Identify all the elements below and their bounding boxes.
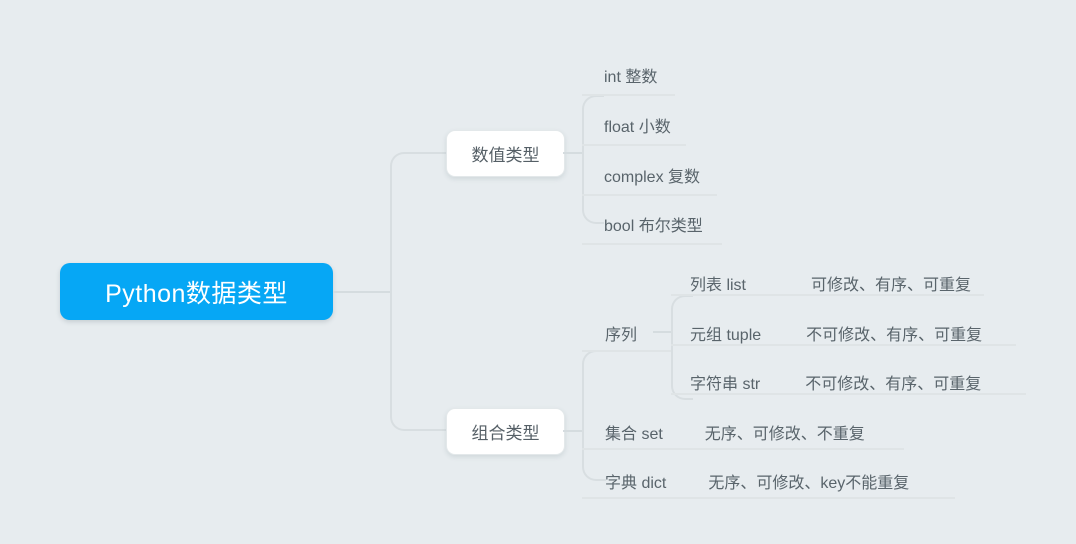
group-label-sequence-underline bbox=[582, 350, 672, 352]
connector-numeric-bracket bbox=[582, 95, 604, 224]
leaf-int[interactable]: int 整数 bbox=[604, 63, 657, 87]
leaf-tuple-desc: 不可修改、有序、可重复 bbox=[806, 327, 983, 344]
connector-main-bracket bbox=[390, 152, 446, 431]
connector-numeric-stub bbox=[563, 152, 583, 154]
branch-node-numeric-types-label: 数值类型 bbox=[471, 146, 540, 165]
leaf-bool-underline bbox=[582, 243, 722, 245]
leaf-tuple-underline bbox=[671, 344, 1016, 346]
leaf-list[interactable]: 列表 list 可修改、有序、可重复 bbox=[690, 271, 971, 295]
leaf-int-term: int 整数 bbox=[604, 69, 658, 86]
leaf-dict-term: 字典 dict bbox=[605, 475, 667, 492]
leaf-str[interactable]: 字符串 str 不可修改、有序、可重复 bbox=[690, 370, 981, 394]
connector-sequence-bracket bbox=[671, 295, 693, 400]
connector-composite-bracket bbox=[582, 350, 606, 481]
connector-sequence-stub bbox=[653, 331, 673, 333]
leaf-set-term: 集合 set bbox=[605, 426, 663, 443]
leaf-list-underline bbox=[671, 294, 984, 296]
group-label-sequence[interactable]: 序列 bbox=[605, 321, 637, 345]
leaf-dict-underline bbox=[582, 497, 955, 499]
leaf-complex[interactable]: complex 复数 bbox=[604, 163, 700, 187]
connector-composite-stub bbox=[563, 430, 583, 432]
leaf-list-term: 列表 list bbox=[690, 277, 747, 294]
leaf-str-desc: 不可修改、有序、可重复 bbox=[805, 376, 982, 393]
group-label-sequence-text: 序列 bbox=[605, 327, 638, 344]
leaf-complex-underline bbox=[582, 194, 717, 196]
leaf-dict-desc: 无序、可修改、key不能重复 bbox=[708, 475, 910, 492]
leaf-float-underline bbox=[582, 144, 686, 146]
leaf-str-underline bbox=[671, 393, 1026, 395]
leaf-bool-term: bool 布尔类型 bbox=[604, 218, 703, 235]
branch-node-composite-types-label: 组合类型 bbox=[471, 424, 540, 443]
branch-node-numeric-types[interactable]: 数值类型 bbox=[446, 130, 565, 177]
leaf-list-desc: 可修改、有序、可重复 bbox=[811, 277, 972, 294]
leaf-float[interactable]: float 小数 bbox=[604, 113, 671, 137]
branch-node-composite-types[interactable]: 组合类型 bbox=[446, 408, 565, 455]
leaf-dict[interactable]: 字典 dict 无序、可修改、key不能重复 bbox=[605, 469, 909, 493]
leaf-tuple[interactable]: 元组 tuple 不可修改、有序、可重复 bbox=[690, 321, 982, 345]
root-node-python-data-types[interactable]: Python数据类型 bbox=[60, 263, 333, 320]
leaf-set-desc: 无序、可修改、不重复 bbox=[704, 426, 865, 443]
leaf-tuple-term: 元组 tuple bbox=[690, 327, 762, 344]
leaf-complex-term: complex 复数 bbox=[604, 169, 701, 186]
root-node-label: Python数据类型 bbox=[105, 279, 288, 308]
leaf-bool[interactable]: bool 布尔类型 bbox=[604, 212, 703, 236]
leaf-set[interactable]: 集合 set 无序、可修改、不重复 bbox=[605, 420, 865, 444]
leaf-int-underline bbox=[582, 94, 675, 96]
leaf-set-underline bbox=[582, 448, 904, 450]
leaf-float-term: float 小数 bbox=[604, 119, 671, 136]
connector-root-stub bbox=[333, 291, 391, 293]
leaf-str-term: 字符串 str bbox=[690, 376, 761, 393]
